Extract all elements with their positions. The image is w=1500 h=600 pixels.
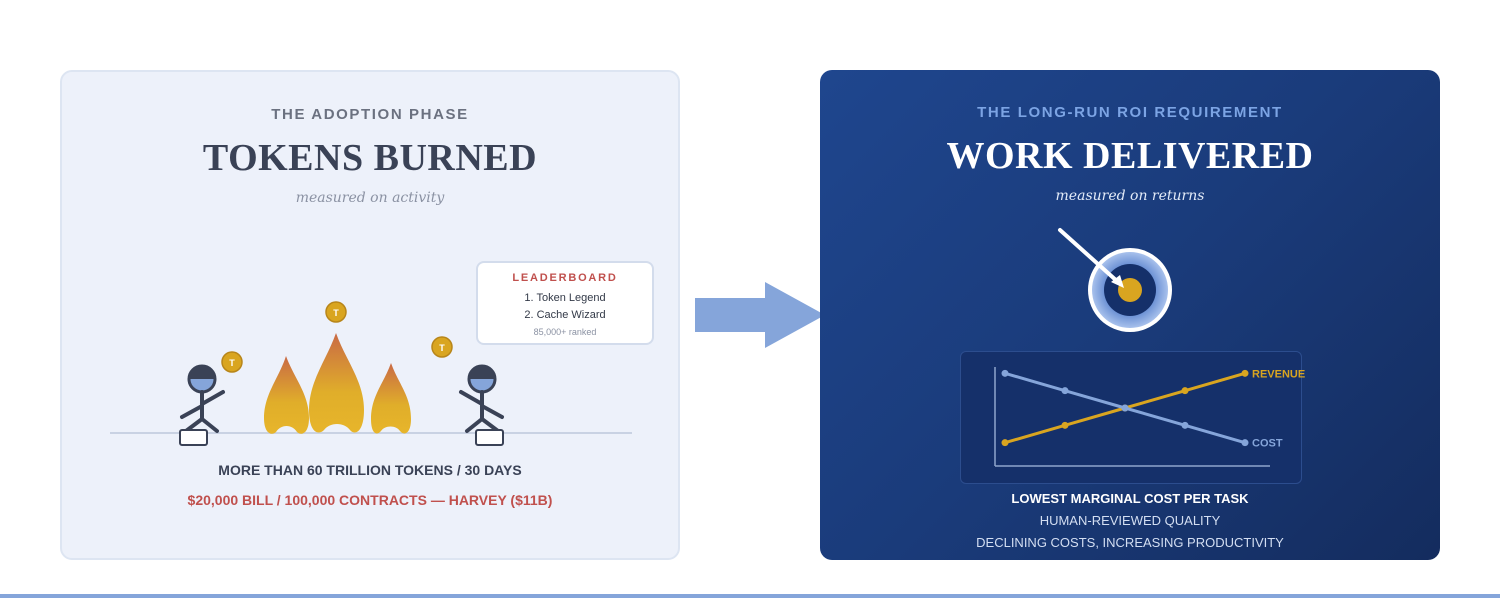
right-kicker: THE LONG-RUN ROI REQUIREMENT — [977, 104, 1283, 121]
adoption-phase-panel: THE ADOPTION PHASE TOKENS BURNED measure… — [60, 70, 680, 560]
stick-figure-icon — [180, 364, 225, 433]
leaderboard-item: 1. Token Legend — [524, 292, 606, 304]
stick-figure-icon — [459, 364, 504, 433]
target-icon — [1088, 248, 1172, 332]
flame-icon — [264, 356, 309, 434]
revenue-point — [1241, 369, 1249, 377]
revenue-point — [1001, 439, 1009, 447]
right-title: WORK DELIVERED — [946, 135, 1314, 177]
revenue-point — [1061, 421, 1069, 429]
leaderboard-card: LEADERBOARD 1. Token Legend 2. Cache Wiz… — [476, 261, 654, 345]
dart-icon — [1058, 228, 1124, 288]
cost-label: COST — [1252, 438, 1283, 450]
left-subtitle: measured on activity — [295, 190, 445, 206]
metric-productivity: DECLINING COSTS, INCREASING PRODUCTIVITY — [976, 535, 1284, 550]
laptop-icon — [475, 429, 504, 446]
metric-marginal-cost: LOWEST MARGINAL COST PER TASK — [1011, 491, 1249, 506]
left-title: TOKENS BURNED — [202, 137, 538, 179]
coin-letter: T — [229, 358, 235, 368]
token-coin-icon: T — [325, 301, 347, 323]
leaderboard-note: 85,000+ ranked — [533, 327, 597, 337]
right-subtitle: measured on returns — [1055, 188, 1205, 204]
arrow-right-icon — [695, 282, 825, 348]
bill-stat: $20,000 BILL / 100,000 CONTRACTS — HARVE… — [187, 492, 553, 508]
token-burning-scene: T T T — [110, 301, 632, 446]
coin-letter: T — [439, 343, 445, 353]
cost-point — [1181, 421, 1189, 429]
revenue-label: REVENUE — [1252, 368, 1305, 380]
target-scene — [1058, 228, 1172, 332]
coin-letter: T — [333, 308, 339, 318]
roi-requirement-panel: THE LONG-RUN ROI REQUIREMENT WORK DELIVE… — [820, 70, 1440, 560]
cost-point — [1061, 387, 1069, 395]
revenue-cost-chart: REVENUE COST — [994, 367, 1305, 467]
cost-point — [1121, 404, 1129, 412]
token-coin-icon: T — [221, 351, 243, 373]
leaderboard-item: 2. Cache Wizard — [524, 309, 606, 321]
bottom-rule — [0, 594, 1500, 598]
cost-point — [1001, 369, 1009, 377]
cost-point — [1241, 439, 1249, 447]
flame-icon — [309, 333, 364, 433]
metric-quality: HUMAN-REVIEWED QUALITY — [1039, 513, 1221, 528]
token-coin-icon: T — [431, 336, 453, 358]
leaderboard-title: LEADERBOARD — [512, 272, 618, 284]
token-stat: MORE THAN 60 TRILLION TOKENS / 30 DAYS — [218, 462, 522, 478]
revenue-point — [1181, 387, 1189, 395]
laptop-icon — [179, 429, 208, 446]
left-kicker: THE ADOPTION PHASE — [271, 106, 469, 123]
flame-icon — [371, 363, 411, 434]
